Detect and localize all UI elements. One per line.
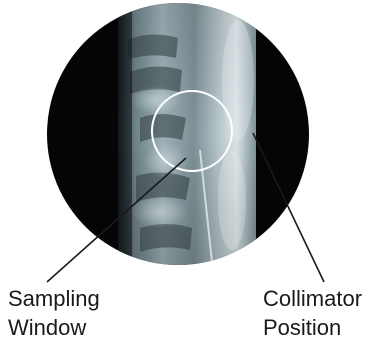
- collimator-position-label: Collimator Position: [263, 284, 362, 342]
- collimator-position-label-line2: Position: [263, 313, 362, 342]
- sampling-window-label: Sampling Window: [8, 284, 100, 342]
- collimator-position-label-line1: Collimator: [263, 284, 362, 313]
- sampling-window-label-line1: Sampling: [8, 284, 100, 313]
- sampling-window-label-line2: Window: [8, 313, 100, 342]
- xray-image: [118, 0, 256, 270]
